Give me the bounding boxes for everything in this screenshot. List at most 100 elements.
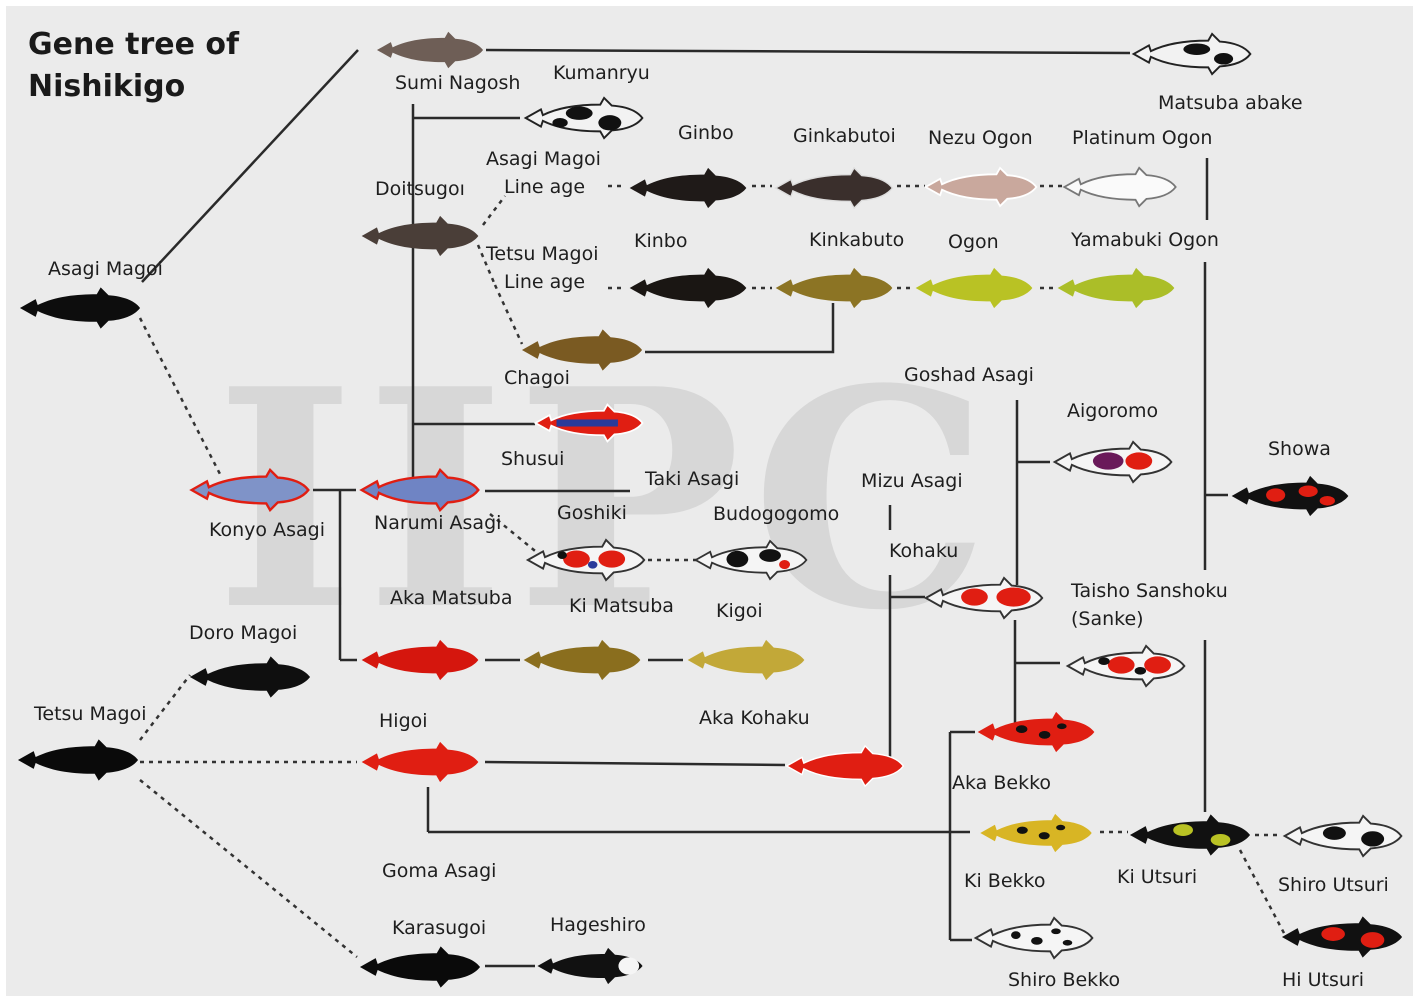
fish-aka-matsuba — [361, 639, 479, 681]
label-ginbo: Ginbo — [678, 122, 734, 144]
label-yamabuki-ogon: Yamabuki Ogon — [1071, 229, 1219, 251]
fish-aigoromo — [1052, 440, 1173, 484]
label-sumi-nagosh: Sumi Nagosh — [395, 72, 521, 94]
fish-konyo-asagi — [189, 468, 310, 512]
label-nezu-ogon: Nezu Ogon — [928, 127, 1033, 149]
fish-tetsu-magoi — [17, 739, 139, 781]
fish-kumanryu — [523, 96, 644, 140]
fish-budogogomo — [693, 539, 808, 581]
fish-kinbo — [629, 267, 747, 309]
label-konyo-asagi: Konyo Asagi — [209, 519, 325, 541]
label-ki-matsuba: Ki Matsuba — [569, 595, 674, 617]
label-ginkabutoi: Ginkabutoi — [793, 125, 896, 147]
connector — [139, 779, 358, 958]
label-goshad-asagi: Goshad Asagi — [904, 364, 1034, 386]
connector — [645, 303, 835, 354]
label-asagi-magoi: Asagi Magoi — [48, 258, 163, 280]
label-taisho-sanshoku-2: (Sanke) — [1071, 608, 1144, 630]
label-tetsu-magoi-lineage-1: Tetsu Magoi — [486, 243, 599, 265]
label-chagoi: Chagoi — [504, 367, 570, 389]
label-kigoi: Kigoi — [716, 600, 763, 622]
fish-platinum-ogon — [1062, 166, 1177, 208]
fish-goshiki — [525, 538, 646, 582]
label-higoi: Higoi — [379, 710, 428, 732]
fish-sumi-nagosh — [376, 31, 484, 69]
watermark: IIPC — [215, 323, 1001, 676]
connector — [141, 49, 359, 283]
label-ogon: Ogon — [948, 231, 999, 253]
fish-hageshiro — [537, 947, 643, 985]
label-kinkabuto: Kinkabuto — [809, 229, 905, 251]
label-kohaku: Kohaku — [889, 540, 959, 562]
connector — [138, 317, 224, 479]
fish-ki-matsuba — [523, 639, 641, 681]
label-matsuba-abake: Matsuba abake — [1158, 92, 1303, 114]
connector — [484, 760, 786, 767]
fish-ginbo — [629, 167, 747, 209]
label-taisho-sanshoku-1: Taisho Sanshoku — [1071, 580, 1228, 602]
connector — [493, 284, 524, 345]
label-hageshiro: Hageshiro — [550, 914, 646, 936]
label-aka-kohaku: Aka Kohaku — [699, 707, 810, 729]
connector — [482, 195, 506, 226]
connector — [1238, 849, 1287, 936]
label-mizu-asagi: Mizu Asagi — [861, 470, 963, 492]
label-goma-asagi: Goma Asagi — [382, 860, 497, 882]
fish-kohaku — [923, 576, 1044, 620]
label-kinbo: Kinbo — [634, 230, 688, 252]
label-kumanryu: Kumanryu — [553, 62, 650, 84]
label-goshiki: Goshiki — [557, 502, 627, 524]
label-doro-magoi: Doro Magoi — [189, 622, 298, 644]
fish-yamabuki-ogon — [1057, 267, 1175, 309]
figure-title-line2: Nishikigo — [28, 69, 186, 104]
label-aka-bekko: Aka Bekko — [952, 772, 1052, 794]
label-karasugoi: Karasugoi — [392, 917, 487, 939]
fish-asagi-magoi — [19, 287, 141, 329]
fish-doitsugoi — [361, 215, 479, 257]
label-shiro-bekko: Shiro Bekko — [1008, 969, 1121, 991]
label-taki-asagi: Taki Asagi — [645, 468, 740, 490]
fish-aka-bekko — [977, 711, 1095, 753]
fish-matsuba-abake — [1131, 32, 1252, 76]
fish-shiro-utsuri — [1282, 814, 1403, 858]
fish-ogon — [915, 267, 1033, 309]
label-showa: Showa — [1268, 438, 1331, 460]
label-shiro-utsuri: Shiro Utsuri — [1278, 874, 1389, 896]
connector — [489, 513, 541, 556]
fish-hi-utsuri — [1281, 916, 1403, 958]
fish-chagoi — [521, 329, 643, 371]
label-tetsu-magoi-lineage-2: Line age — [504, 271, 586, 293]
fish-doro-magoi — [189, 656, 311, 698]
fish-narumi-asagi — [359, 468, 480, 512]
label-budogogomo: Budogogomo — [713, 503, 840, 525]
label-platinum-ogon: Platinum Ogon — [1072, 127, 1213, 149]
connector — [485, 48, 1131, 55]
figure-title: Gene tree of Nishikigo — [28, 24, 239, 108]
fish-shiro-bekko — [973, 916, 1094, 960]
label-asagi-magoi-lineage-2: Line age — [504, 176, 586, 198]
figure-title-line1: Gene tree of — [28, 27, 240, 62]
label-doitsugoi: Doitsugoı — [375, 178, 465, 200]
fish-ki-bekko — [980, 813, 1092, 853]
label-aigoromo: Aigoromo — [1067, 400, 1159, 422]
label-narumi-asagi: Narumi Asagi — [374, 512, 502, 534]
fish-showa — [1231, 475, 1349, 517]
fish-kinkabuto — [775, 267, 893, 309]
label-ki-bekko: Ki Bekko — [964, 870, 1046, 892]
fish-higoi — [361, 741, 479, 783]
connector — [139, 674, 191, 741]
label-tetsu-magoi: Tetsu Magoi — [34, 703, 147, 725]
label-hi-utsuri: Hi Utsuri — [1282, 969, 1364, 991]
connector — [476, 244, 497, 286]
label-shusui: Shusui — [501, 448, 565, 470]
fish-shusui — [533, 403, 644, 443]
fish-karasugoi — [359, 946, 481, 988]
label-aka-matsuba: Aka Matsuba — [390, 587, 513, 609]
label-ki-utsuri: Ki Utsuri — [1117, 866, 1198, 888]
fish-kigoi — [687, 639, 805, 681]
fish-aka-kohaku — [785, 744, 905, 788]
label-asagi-magoi-lineage-1: Asagi Magoi — [486, 148, 601, 170]
fish-ginkabutoi — [774, 166, 894, 210]
